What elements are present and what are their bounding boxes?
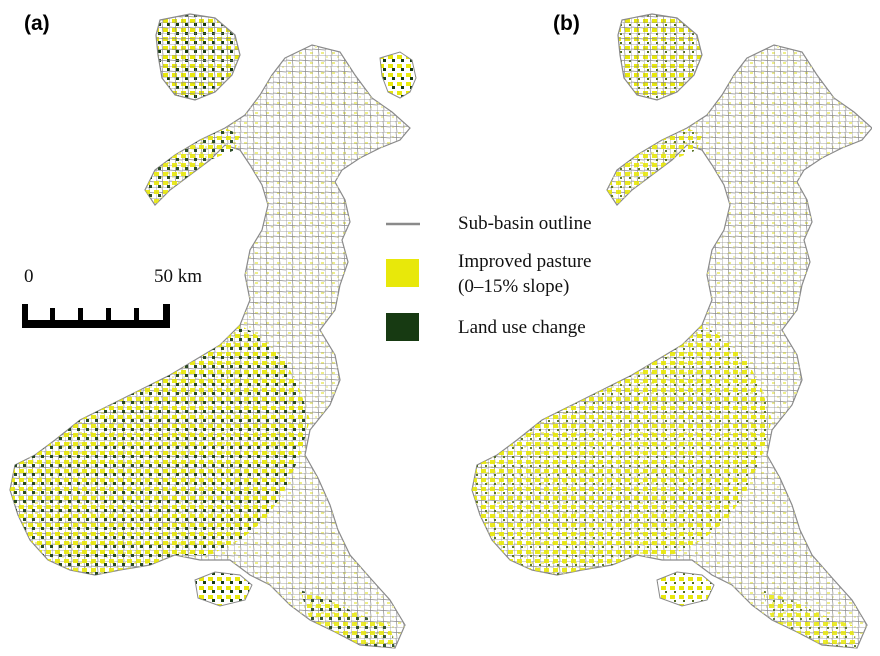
panel-b-map bbox=[471, 13, 873, 649]
legend-pasture-swatch bbox=[386, 259, 419, 287]
panel-a-map bbox=[9, 13, 417, 649]
scale-end-label: 50 km bbox=[154, 266, 203, 287]
legend-pasture-label-2: (0–15% slope) bbox=[458, 276, 570, 297]
legend-pasture-label-1: Improved pasture bbox=[458, 251, 592, 272]
panel-b-label: (b) bbox=[553, 12, 580, 35]
panel-a-label: (a) bbox=[24, 12, 50, 35]
scale-start-label: 0 bbox=[24, 266, 34, 287]
scale-bar bbox=[22, 304, 170, 328]
legend-change-swatch bbox=[386, 313, 419, 341]
legend-change-label: Land use change bbox=[458, 317, 586, 338]
legend-outline-label: Sub-basin outline bbox=[458, 213, 592, 234]
